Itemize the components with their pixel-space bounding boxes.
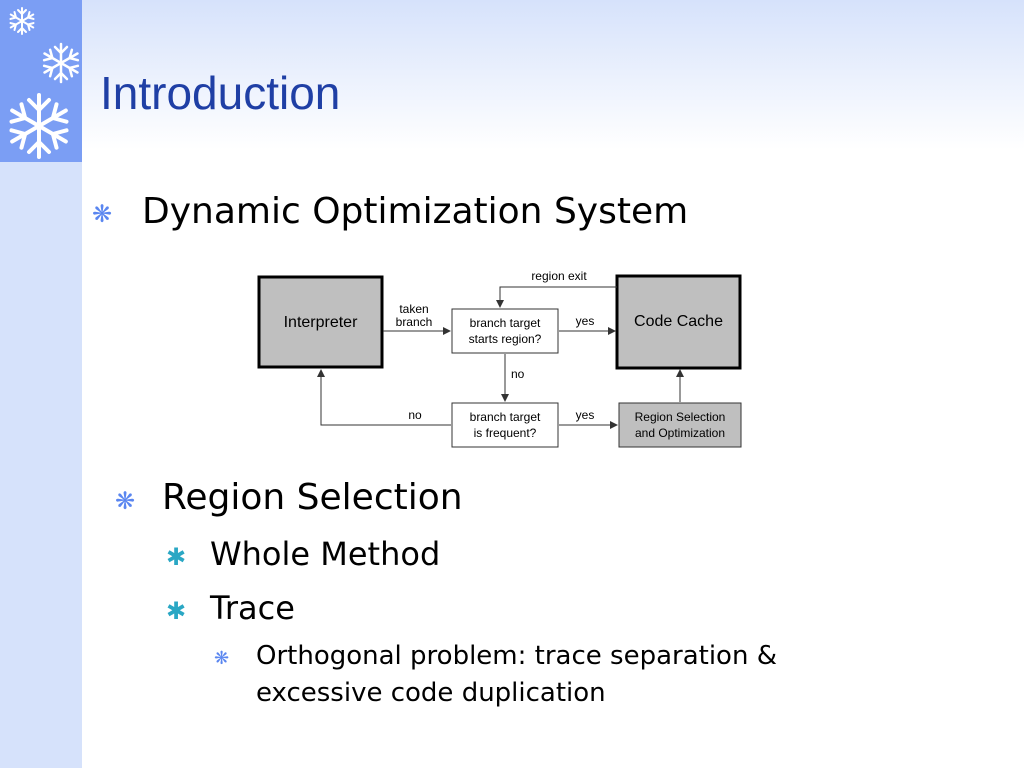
asterisk-bullet-icon: ✱ — [166, 597, 187, 625]
bullet-orthogonal-line2: excessive code duplication — [256, 678, 606, 708]
is-frequent-box — [451, 402, 559, 448]
asterisk-bullet-icon: ❋ — [92, 200, 113, 228]
starts-region-line1: branch target — [470, 316, 541, 330]
interpreter-box — [257, 275, 384, 369]
bullet-whole-method: Whole Method — [210, 535, 441, 573]
starts-region-box — [451, 308, 559, 354]
snowflake-icon — [40, 42, 82, 84]
asterisk-bullet-icon: ❋ — [214, 648, 230, 669]
interpreter-label: Interpreter — [284, 314, 358, 331]
no-label-left: no — [408, 408, 422, 422]
no-label-down: no — [511, 367, 525, 381]
asterisk-bullet-icon: ✱ — [166, 543, 187, 571]
asterisk-bullet-icon: ❋ — [115, 487, 136, 515]
flow-diagram: Interpreter Code Cache branch target sta… — [257, 269, 742, 448]
region-exit-label: region exit — [531, 269, 587, 283]
bullet-dynamic-optimization: Dynamic Optimization System — [142, 191, 689, 232]
taken-label-line2: branch — [396, 315, 433, 329]
code-cache-label: Code Cache — [634, 313, 723, 330]
bullet-orthogonal-line1: Orthogonal problem: trace separation & — [256, 641, 777, 671]
region-selection-box — [618, 402, 742, 448]
taken-label-line1: taken — [399, 302, 428, 316]
yes-label-bottom: yes — [576, 408, 595, 422]
bullet-trace: Trace — [210, 589, 295, 627]
is-frequent-line1: branch target — [470, 410, 541, 424]
top-gradient-band — [82, 0, 1024, 150]
snowflake-icon — [5, 93, 73, 159]
region-selection-line2: and Optimization — [635, 426, 725, 440]
is-frequent-line2: is frequent? — [474, 426, 537, 440]
starts-region-line2: starts region? — [469, 332, 542, 346]
slide-title: Introduction — [100, 67, 341, 119]
code-cache-box — [615, 274, 742, 370]
region-selection-line1: Region Selection — [635, 410, 726, 424]
yes-label-top: yes — [576, 314, 595, 328]
snowflake-icon — [7, 7, 37, 35]
bullet-region-selection: Region Selection — [162, 477, 463, 518]
